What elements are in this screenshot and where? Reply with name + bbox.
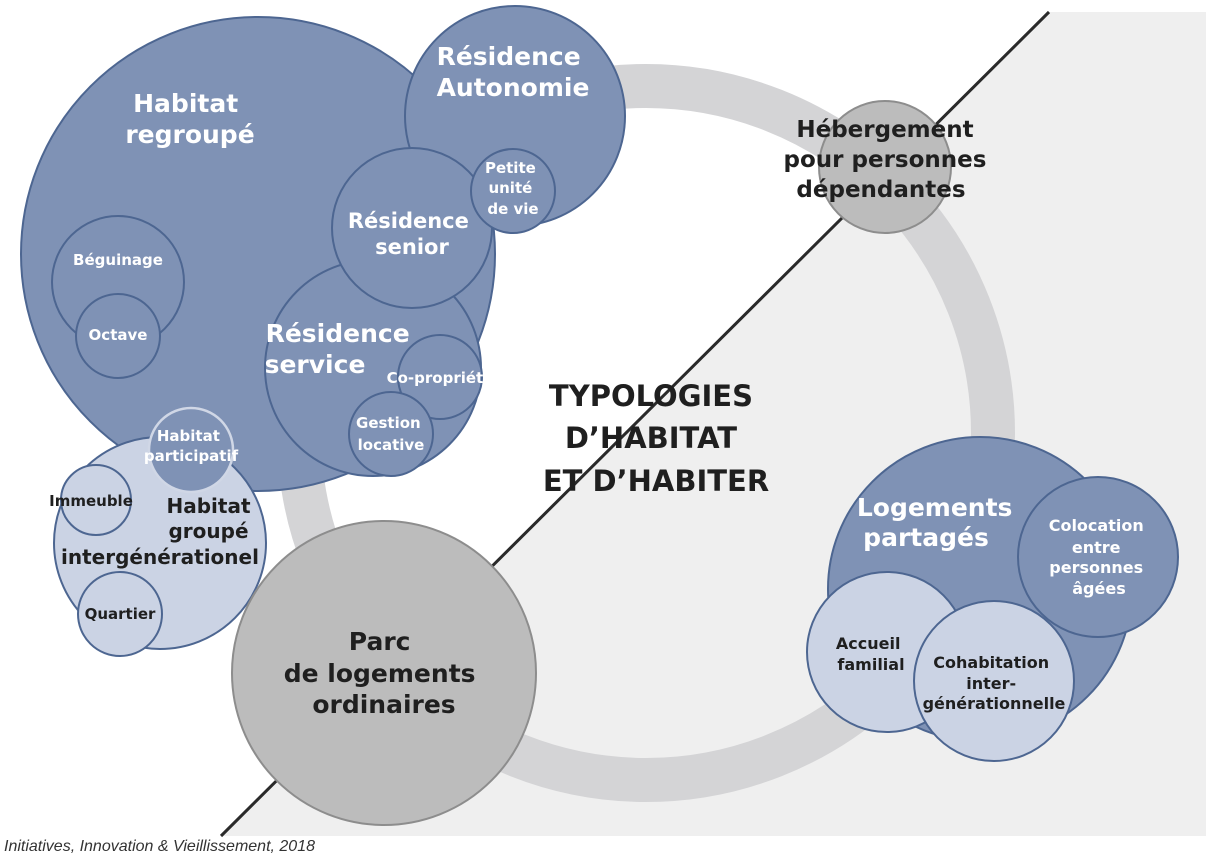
beguinage-label: Béguinage [73, 251, 163, 269]
petite-unite-label: Petite unité de vie [485, 159, 541, 218]
copropriete-circle [397, 334, 483, 420]
habitat-groupe-intergen-label: Habitat groupé intergénérationel [61, 494, 259, 569]
octave-circle [75, 293, 161, 379]
parc-logements-label: Parc de logements ordinaires [284, 627, 485, 719]
colocation-circle [1017, 476, 1179, 638]
cohabitation-circle [913, 600, 1075, 762]
gestion-locative-label: Gestion locative [356, 414, 426, 454]
parc-logements-circle [231, 520, 537, 826]
habitat-participatif-circle [147, 406, 235, 494]
residence-service-label: Résidence service [265, 319, 419, 379]
immeuble-circle [60, 464, 132, 536]
source-caption: Initiatives, Innovation & Vieillissement… [4, 838, 315, 855]
residence-autonomie-label: Résidence Autonomie [437, 42, 590, 102]
center-title-line-3: ET D’HABITER [543, 464, 769, 498]
habitat-regroupe-label: Habitat regroupé [125, 89, 254, 149]
quartier-label: Quartier [85, 605, 156, 623]
quartier-circle [77, 571, 163, 657]
hebergement-label: Hébergement pour personnes dépendantes [784, 117, 995, 203]
cohabitation-label: Cohabitation inter- générationnelle [923, 653, 1066, 713]
petite-unite-circle [470, 148, 556, 234]
octave-label: Octave [89, 326, 148, 344]
hebergement-circle [818, 100, 952, 234]
gestion-locative-circle [348, 391, 434, 477]
center-title: TYPOLOGIES D’HABITAT ET D’HABITER [543, 379, 769, 498]
copropriete-label: Co-propriété [387, 369, 494, 387]
center-title-line-2: D’HABITAT [565, 421, 737, 455]
center-title-line-1: TYPOLOGIES [549, 379, 753, 413]
accueil-familial-label: Accueil familial [836, 634, 906, 674]
logements-partages-label: Logements partagés [857, 493, 1021, 552]
habitat-participatif-label: Habitat participatif [144, 427, 239, 465]
residence-senior-label: Résidence senior [348, 209, 476, 259]
colocation-label: Colocation entre personnes âgées [1049, 516, 1150, 598]
immeuble-label: Immeuble [49, 492, 133, 510]
